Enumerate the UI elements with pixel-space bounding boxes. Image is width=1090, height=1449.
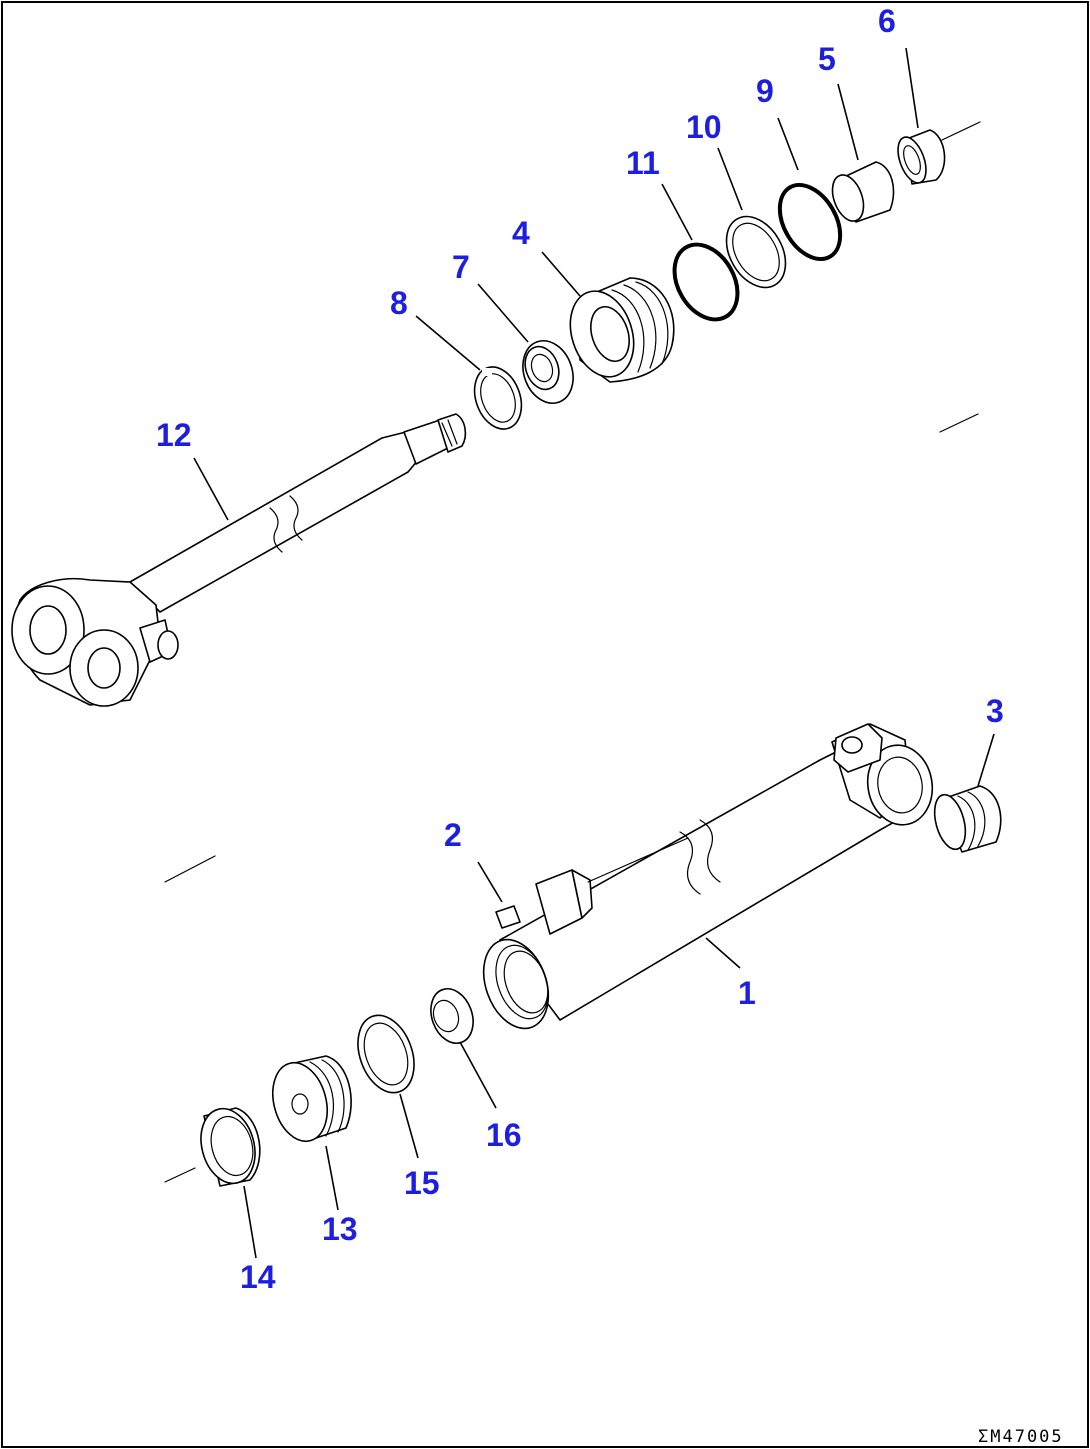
drawing-code: ΣM47005 [978, 1427, 1064, 1447]
callout-5: 5 [818, 41, 836, 77]
backup-ring-part-15 [357, 1014, 415, 1094]
callout-11: 11 [626, 145, 660, 181]
snap-ring-part-8 [473, 366, 523, 430]
backup-ring-part-10 [725, 215, 787, 289]
piston-part-4 [569, 277, 675, 383]
nut-part-16 [430, 988, 474, 1044]
bushing-part-5 [831, 161, 895, 223]
callout-1: 1 [738, 975, 756, 1011]
dust-seal-part-6 [897, 129, 946, 185]
centerlines [164, 121, 981, 1183]
callout-3: 3 [986, 693, 1004, 729]
nut-part-7 [522, 340, 574, 404]
seal-part-14 [200, 1107, 261, 1187]
callout-4: 4 [512, 215, 530, 251]
callout-16: 16 [486, 1117, 522, 1153]
leader-lines [193, 47, 995, 1259]
callout-6: 6 [878, 3, 896, 39]
o-ring-part-9 [777, 183, 843, 261]
callout-9: 9 [756, 73, 774, 109]
piston-rod-part-12 [11, 413, 467, 707]
callout-7: 7 [452, 249, 470, 285]
ring-part-13 [272, 1055, 352, 1143]
o-ring-part-11 [672, 242, 740, 322]
callout-15: 15 [404, 1165, 440, 1201]
callout-12: 12 [156, 417, 192, 453]
callout-8: 8 [390, 285, 408, 321]
callout-13: 13 [322, 1211, 358, 1247]
plug-part-2 [495, 905, 521, 929]
callout-10: 10 [686, 109, 722, 145]
cylinder-tube-part-1 [482, 723, 934, 1030]
bushing-part-3 [933, 785, 1002, 853]
callout-2: 2 [444, 817, 462, 853]
callout-14: 14 [240, 1259, 276, 1295]
callout-labels: 1 2 3 4 5 6 7 8 9 10 11 12 13 14 15 16 [156, 3, 1004, 1295]
